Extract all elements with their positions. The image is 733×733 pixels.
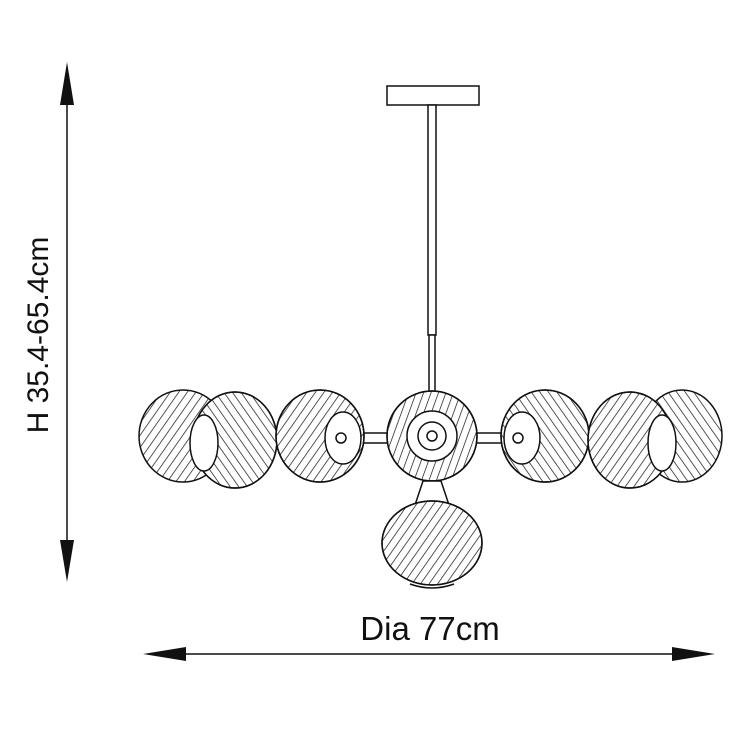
diameter-label: Dia 77cm xyxy=(360,610,499,647)
globe-right-inner xyxy=(500,389,590,483)
globe-right-front xyxy=(587,391,677,489)
diameter-dimension-arrow xyxy=(143,647,715,661)
suspension-rod xyxy=(427,104,437,396)
globe-left-front xyxy=(189,391,278,489)
globe-center-top xyxy=(386,390,478,482)
ceiling-canopy xyxy=(386,85,480,106)
height-label: H 35.4-65.4cm xyxy=(22,237,55,434)
height-dimension-arrow xyxy=(60,62,74,582)
globe-center-bottom xyxy=(381,500,483,589)
globe-left-inner xyxy=(275,389,365,483)
